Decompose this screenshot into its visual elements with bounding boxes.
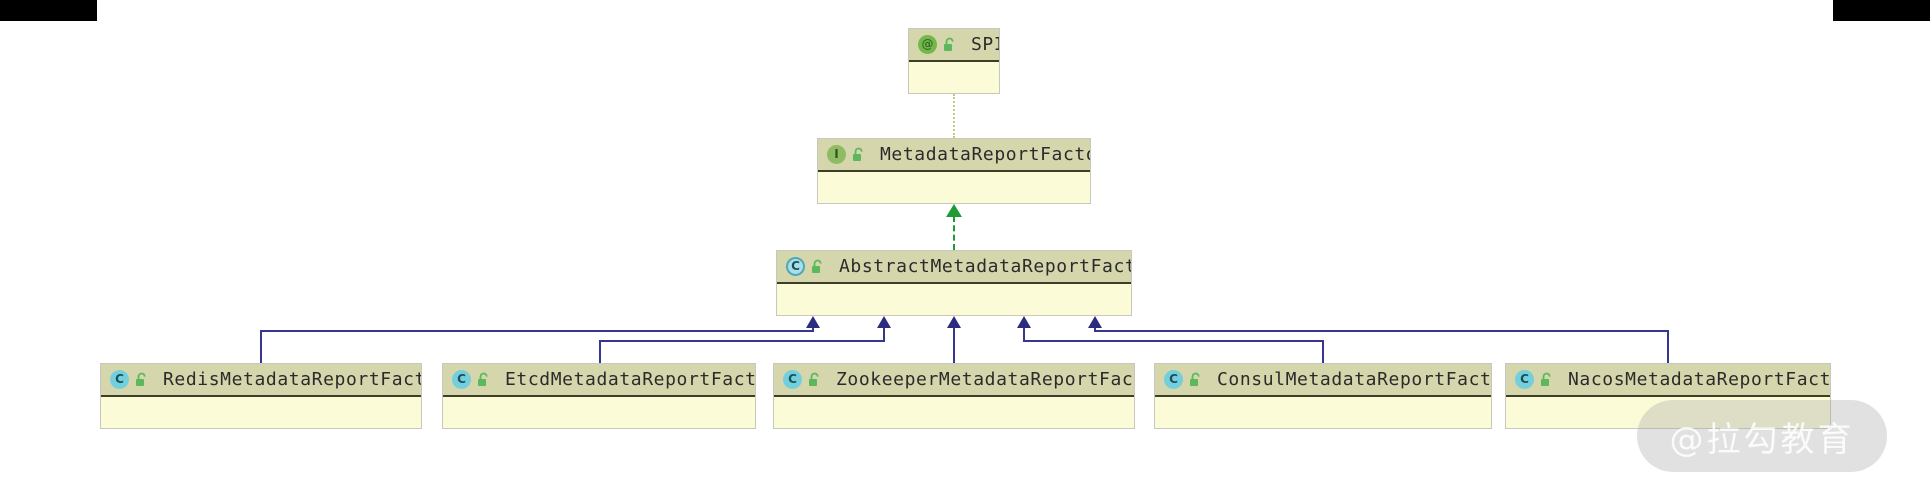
uml-node-metadata-report-factory-header: I MetadataReportFactory <box>818 139 1090 172</box>
uml-node-consul-metadata-report-factory-header: C ConsulMetadataReportFactory <box>1155 364 1491 397</box>
uml-node-redis-metadata-report-factory[interactable]: C RedisMetadataReportFactory <box>100 363 422 429</box>
unlock-icon <box>476 372 491 388</box>
uml-node-zookeeper-metadata-report-factory[interactable]: C ZookeeperMetadataReportFactory <box>773 363 1135 429</box>
uml-node-redis-metadata-report-factory-body <box>101 397 421 428</box>
uml-node-nacos-metadata-report-factory-header: C NacosMetadataReportFactory <box>1506 364 1830 397</box>
black-bar-left <box>0 0 97 21</box>
abstract-class-icon: C <box>786 257 805 276</box>
uml-node-spi-title: SPI <box>971 34 999 55</box>
edge-abstract-implements-interface <box>953 216 955 250</box>
unlock-icon <box>810 259 825 275</box>
uml-node-spi-header: @ SPI <box>909 29 999 62</box>
black-bar-right <box>1833 0 1930 21</box>
edge-redis-arrowhead <box>806 316 820 328</box>
watermark-text: @拉勾教育 <box>1669 419 1855 460</box>
edge-etcd-riser <box>883 328 885 342</box>
edge-nacos-vertical-stub <box>1667 330 1669 363</box>
uml-node-metadata-report-factory[interactable]: I MetadataReportFactory <box>817 138 1091 204</box>
uml-node-nacos-metadata-report-factory-title: NacosMetadataReportFactory <box>1568 369 1830 390</box>
uml-node-abstract-metadata-report-factory-header: C AbstractMetadataReportFactory <box>777 251 1131 284</box>
class-icon: C <box>1515 370 1534 389</box>
uml-node-metadata-report-factory-body <box>818 172 1090 203</box>
class-icon: C <box>110 370 129 389</box>
interface-icon: I <box>827 145 846 164</box>
unlock-icon <box>1188 372 1203 388</box>
uml-node-spi-body <box>909 62 999 93</box>
edge-etcd-vertical-stub <box>599 340 601 363</box>
uml-node-etcd-metadata-report-factory-body <box>443 397 755 428</box>
uml-node-metadata-report-factory-title: MetadataReportFactory <box>880 144 1090 165</box>
uml-node-etcd-metadata-report-factory[interactable]: C EtcdMetadataReportFactory <box>442 363 756 429</box>
uml-node-nacos-metadata-report-factory[interactable]: C NacosMetadataReportFactory <box>1505 363 1831 429</box>
uml-node-zookeeper-metadata-report-factory-header: C ZookeeperMetadataReportFactory <box>774 364 1134 397</box>
class-icon: C <box>452 370 471 389</box>
uml-node-zookeeper-metadata-report-factory-title: ZookeeperMetadataReportFactory <box>836 369 1134 390</box>
uml-node-abstract-metadata-report-factory-title: AbstractMetadataReportFactory <box>839 256 1131 277</box>
unlock-icon <box>1539 372 1554 388</box>
edge-redis-vertical-stub <box>260 330 262 363</box>
edge-nacos-horizontal <box>1094 330 1669 332</box>
edge-etcd-arrowhead <box>877 316 891 328</box>
class-icon: C <box>783 370 802 389</box>
uml-node-zookeeper-metadata-report-factory-body <box>774 397 1134 428</box>
uml-node-consul-metadata-report-factory-title: ConsulMetadataReportFactory <box>1217 369 1491 390</box>
uml-node-abstract-metadata-report-factory[interactable]: C AbstractMetadataReportFactory <box>776 250 1132 316</box>
uml-node-nacos-metadata-report-factory-body <box>1506 397 1830 428</box>
unlock-icon <box>134 372 149 388</box>
unlock-icon <box>942 37 957 53</box>
edge-nacos-riser <box>1094 328 1096 332</box>
uml-node-etcd-metadata-report-factory-title: EtcdMetadataReportFactory <box>505 369 755 390</box>
uml-node-abstract-metadata-report-factory-body <box>777 284 1131 315</box>
edge-zookeeper-vertical <box>953 328 955 363</box>
uml-node-consul-metadata-report-factory-body <box>1155 397 1491 428</box>
edge-consul-arrowhead <box>1017 316 1031 328</box>
unlock-icon <box>807 372 822 388</box>
uml-node-spi[interactable]: @ SPI <box>908 28 1000 94</box>
edge-etcd-horizontal <box>599 340 885 342</box>
unlock-icon <box>851 147 866 163</box>
watermark: @拉勾教育 <box>1637 400 1887 472</box>
class-icon: C <box>1164 370 1183 389</box>
edge-redis-horizontal <box>260 330 814 332</box>
edge-spi-to-interface <box>953 94 955 138</box>
edge-nacos-arrowhead <box>1088 316 1102 328</box>
edge-consul-horizontal <box>1023 340 1324 342</box>
realization-arrowhead <box>946 204 962 217</box>
edge-redis-riser <box>812 328 814 332</box>
annotation-at-icon: @ <box>918 35 937 54</box>
uml-node-redis-metadata-report-factory-header: C RedisMetadataReportFactory <box>101 364 421 397</box>
uml-node-etcd-metadata-report-factory-header: C EtcdMetadataReportFactory <box>443 364 755 397</box>
edge-consul-vertical-stub <box>1322 340 1324 363</box>
edge-consul-riser <box>1023 328 1025 342</box>
uml-node-consul-metadata-report-factory[interactable]: C ConsulMetadataReportFactory <box>1154 363 1492 429</box>
edge-zookeeper-arrowhead <box>947 316 961 328</box>
uml-node-redis-metadata-report-factory-title: RedisMetadataReportFactory <box>163 369 421 390</box>
